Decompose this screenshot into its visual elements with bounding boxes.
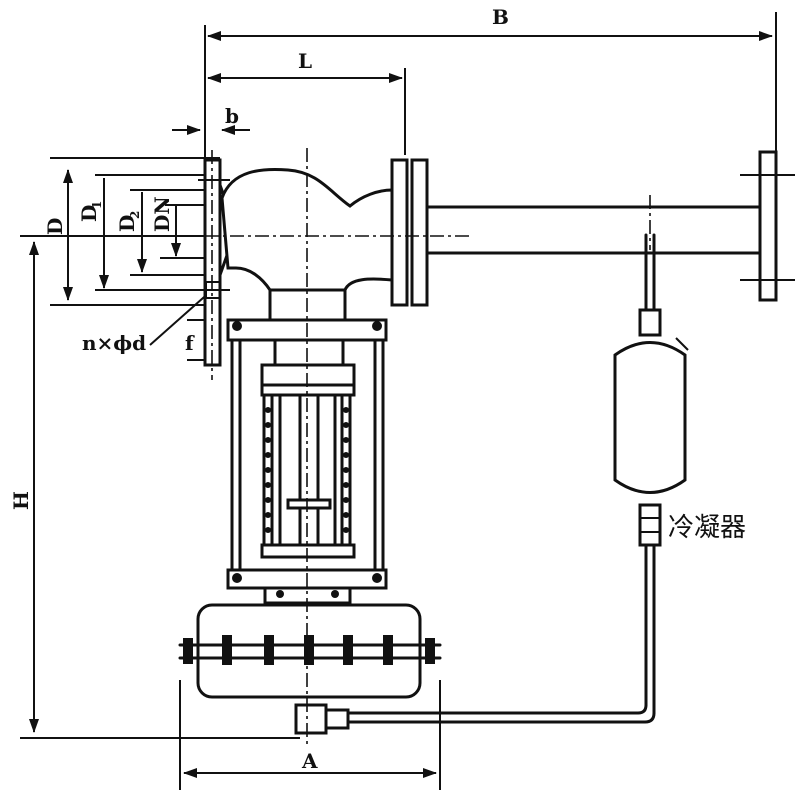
label-d1-sub: 1	[90, 201, 104, 209]
label-h: H	[9, 491, 33, 510]
label-d1: D	[77, 205, 101, 222]
label-d2-sub: 2	[128, 211, 142, 219]
actuator-diaphragm	[178, 603, 442, 735]
label-l: L	[298, 49, 312, 73]
centerlines	[180, 148, 651, 745]
label-a: A	[301, 749, 318, 773]
sensing-line	[346, 233, 662, 724]
condenser-vessel	[613, 337, 689, 494]
label-d: D	[43, 218, 67, 235]
valve-body	[198, 158, 429, 605]
dimension-flange-diameters: D D 1 D 2 DN	[43, 157, 220, 306]
outlet-pipe	[425, 150, 795, 302]
label-b-small: b	[225, 104, 239, 128]
label-f: f	[185, 331, 195, 355]
dimension-bolt-holes: n×ϕd	[82, 289, 213, 355]
label-dn: DN	[150, 196, 174, 232]
label-d2: D	[115, 215, 139, 232]
label-bolt-holes: n×ϕd	[82, 331, 146, 355]
spring-rods	[262, 393, 352, 547]
label-b: B	[492, 5, 509, 29]
actuator-bolts	[183, 635, 435, 665]
dimension-l: L	[207, 49, 406, 155]
dimension-a: A	[179, 680, 441, 790]
dimension-b-small: b	[172, 104, 250, 135]
dimension-b: B	[204, 5, 777, 160]
label-condenser: 冷凝器	[668, 513, 746, 543]
dimension-h: H	[9, 235, 300, 739]
dimension-f: f	[185, 319, 205, 361]
